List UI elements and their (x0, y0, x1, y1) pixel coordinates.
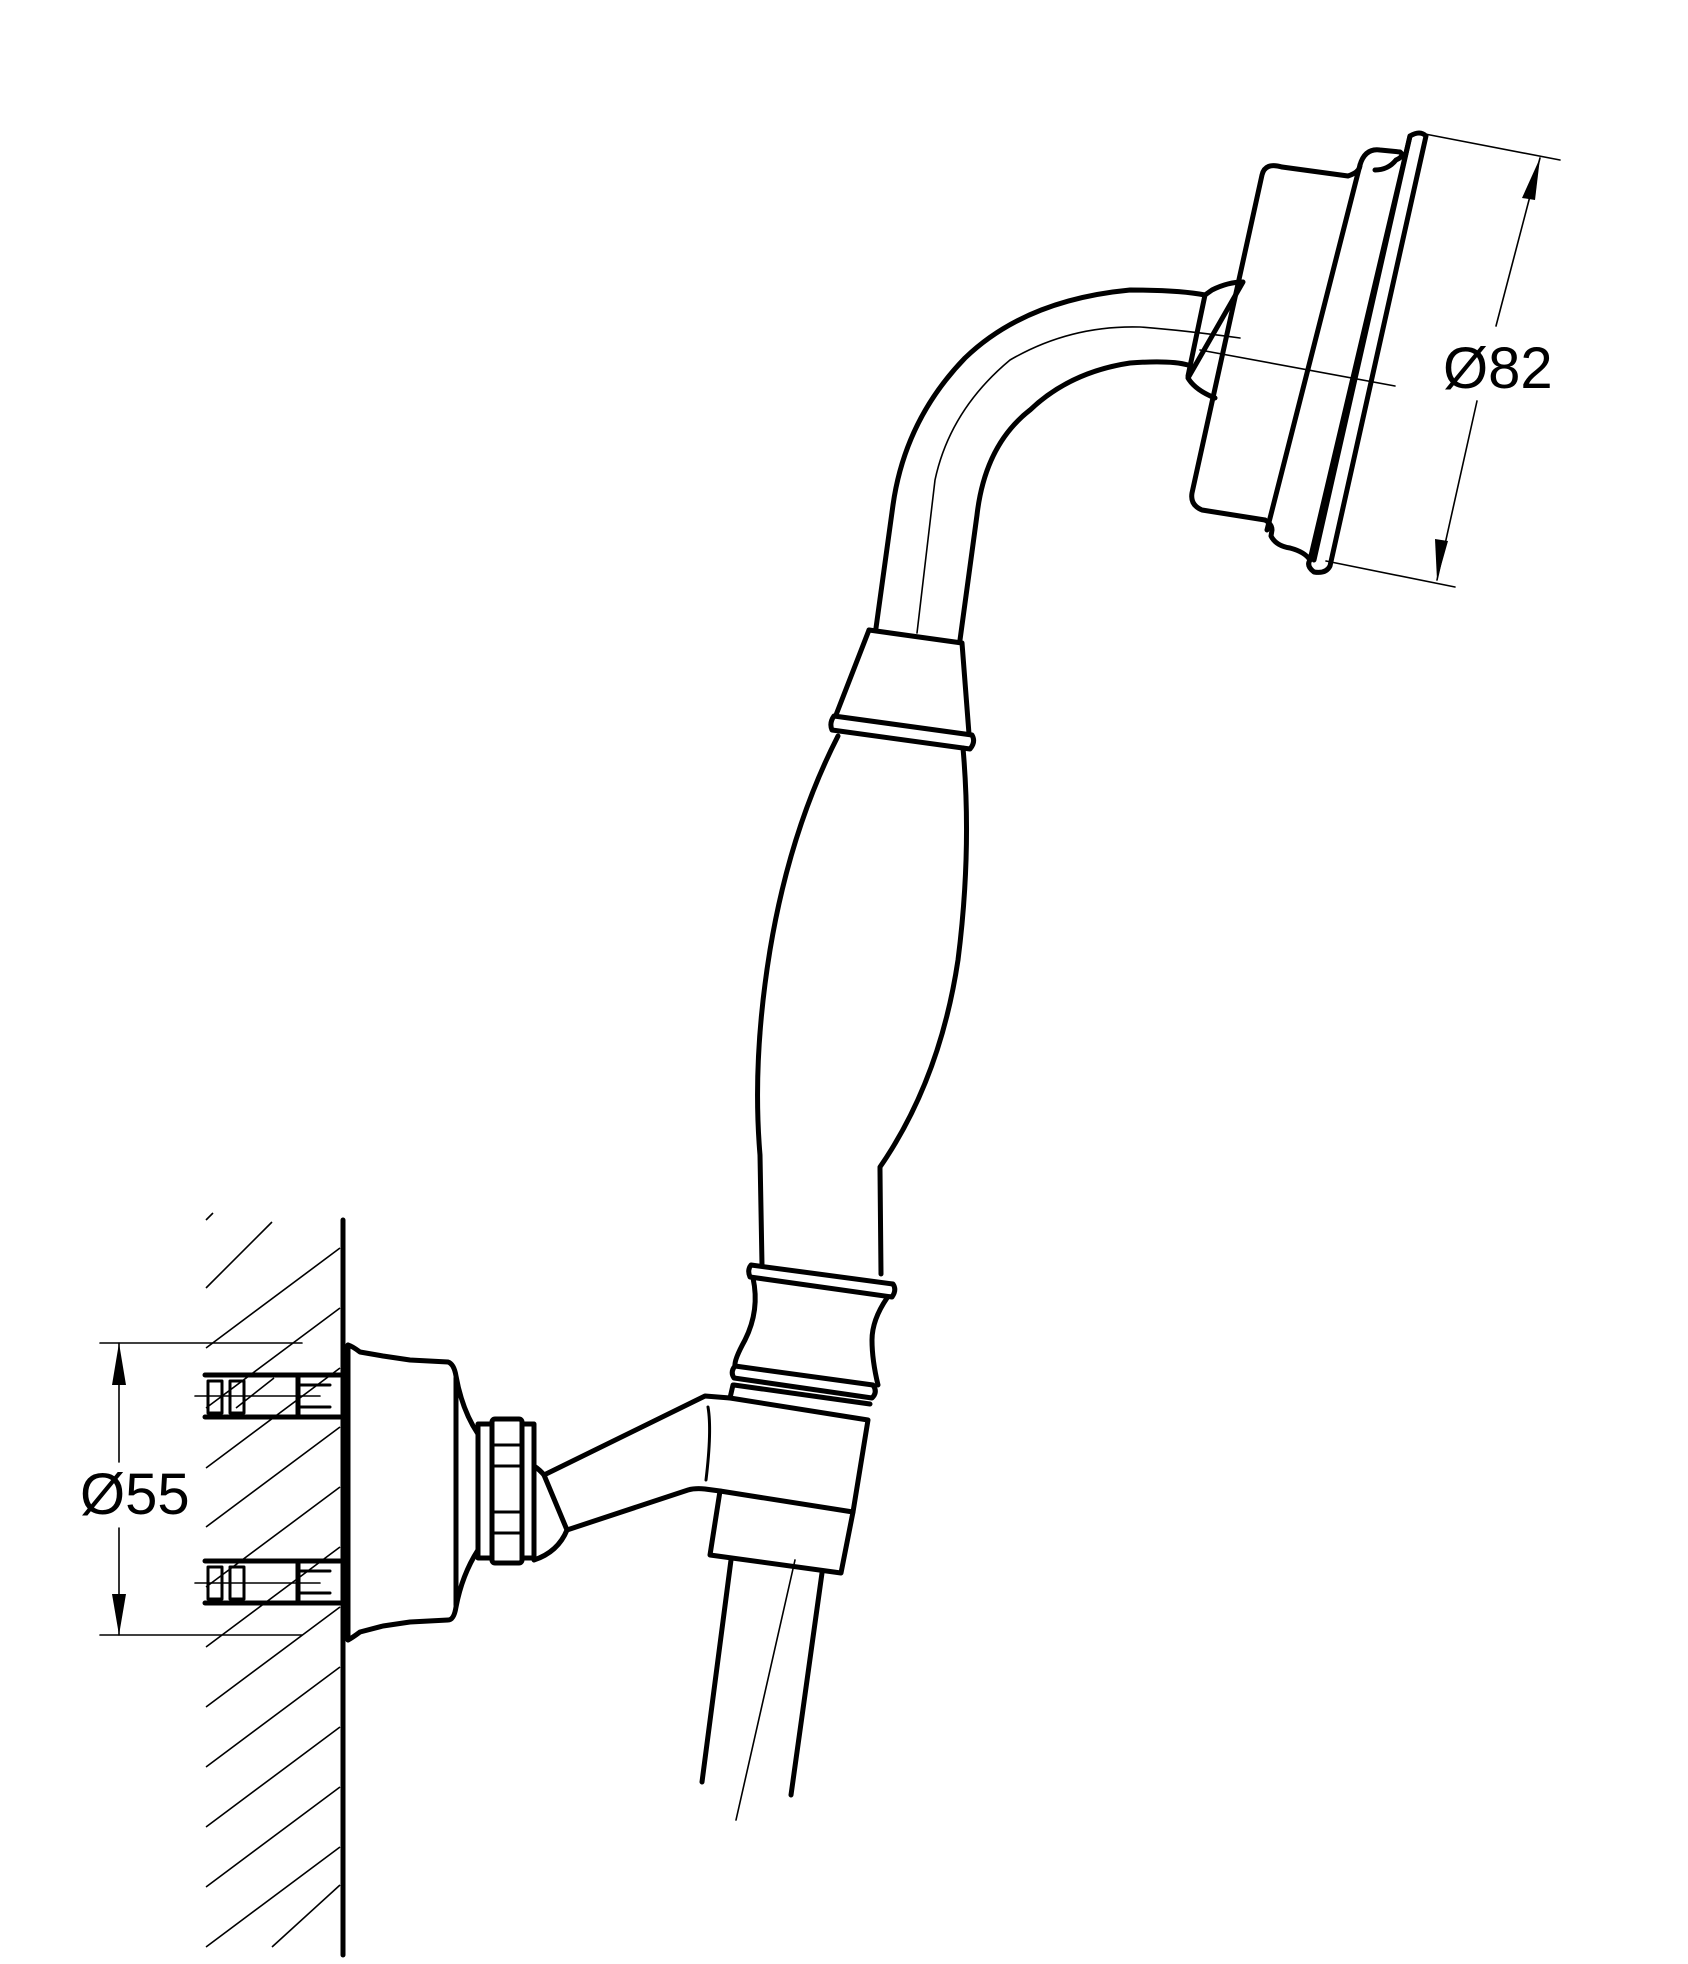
arrow-down-icon (112, 1594, 126, 1635)
dimension-wall-flange: Ø55 (80, 1342, 303, 1636)
shower-head (1185, 130, 1429, 575)
wall-anchor-top (194, 1372, 343, 1420)
arrow-up-icon (112, 1343, 126, 1385)
arrow-up-icon (1522, 158, 1540, 200)
handle-lower-collar (727, 1262, 898, 1407)
wall-section (205, 1212, 346, 1958)
dimension-shower-head: Ø82 (1325, 133, 1561, 588)
holder-sleeve (707, 1395, 871, 1576)
wall-flange (345, 1342, 481, 1643)
wall-anchor-bottom (194, 1558, 343, 1606)
bracket-arm (531, 1393, 733, 1563)
hose (699, 1557, 825, 1821)
hex-nut (475, 1416, 537, 1566)
arrow-down-icon (1435, 539, 1448, 580)
handle-body (755, 713, 977, 1277)
curved-neck (873, 287, 1241, 643)
handle-upper-cone (833, 627, 972, 737)
dimension-label-o55: Ø55 (80, 1462, 190, 1527)
dimension-label-o82: Ø82 (1443, 336, 1553, 401)
wall-hatching (205, 1212, 341, 1948)
